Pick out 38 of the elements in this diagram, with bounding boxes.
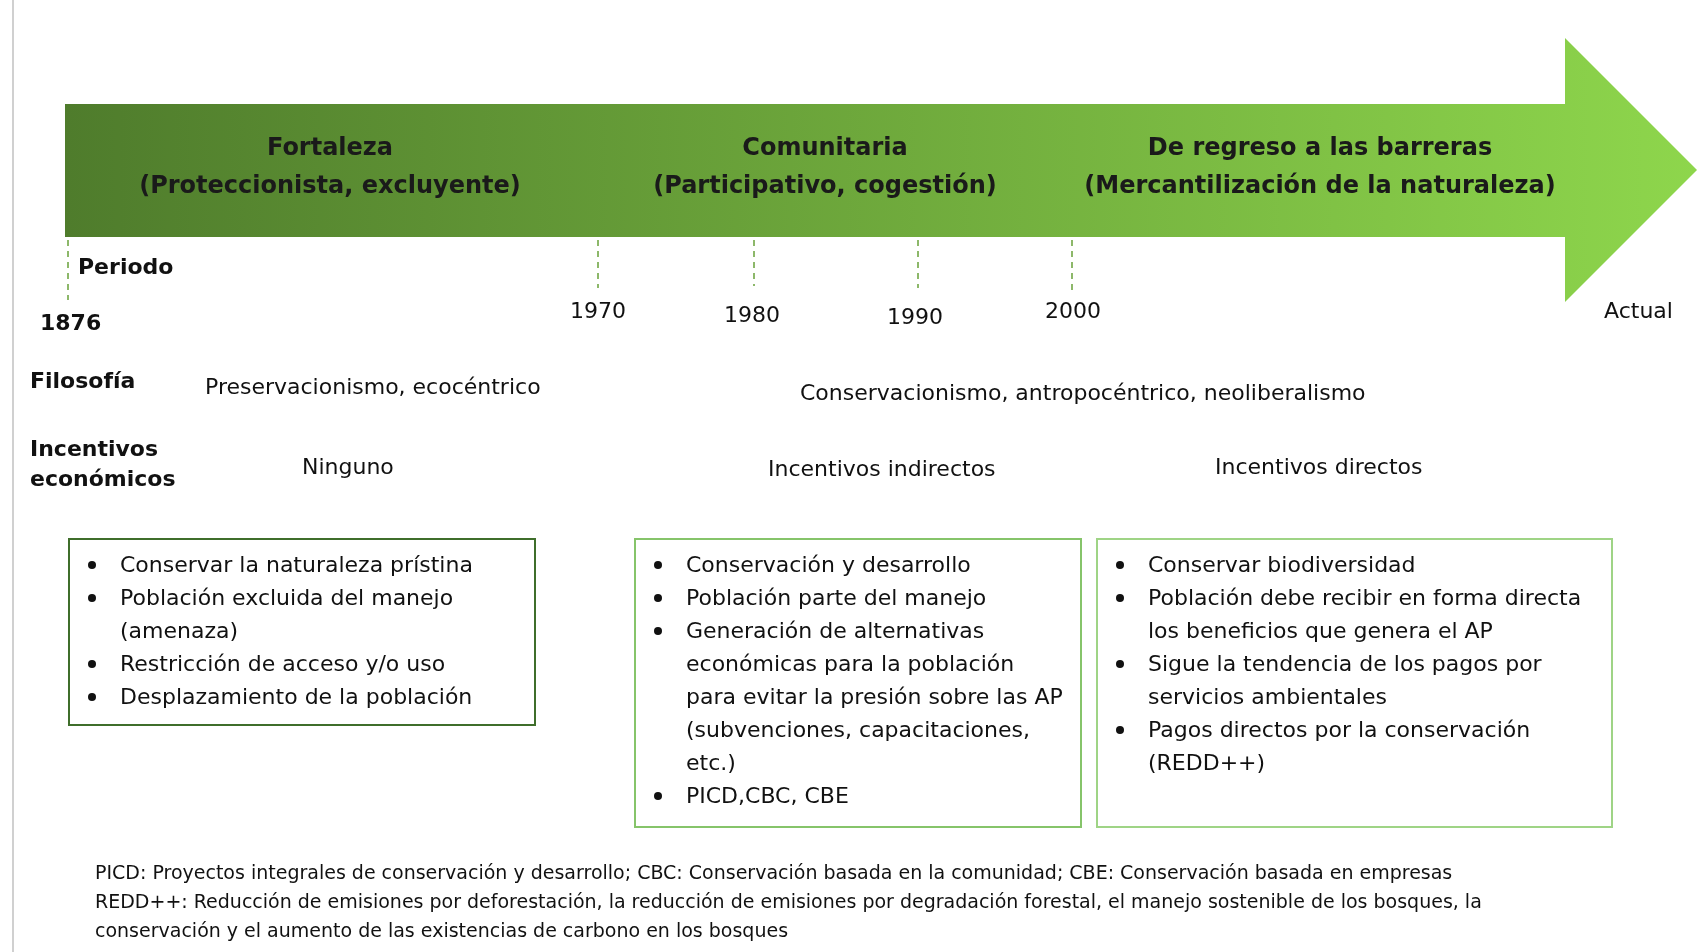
era-title: Fortaleza: [265, 132, 395, 163]
era-subtitle: (Proteccionista, excluyente): [138, 170, 522, 201]
year-label: 1970: [570, 297, 626, 325]
year-label: 1980: [724, 301, 780, 329]
era-title: Comunitaria: [741, 132, 909, 163]
era-subtitle: (Mercantilización de la naturaleza): [1083, 170, 1557, 201]
era-subtitle: (Participativo, cogestión): [652, 170, 998, 201]
footnote: PICD: Proyectos integrales de conservación y desarrollo; CBC: Conservación basada en la comunidad; CBE: Conservación basada en empresas: [95, 860, 1454, 885]
timeline-arrow: [65, 38, 1697, 302]
bullet-item: Sigue la tendencia de los pagos por servicios ambientales: [1148, 651, 1542, 709]
year-label: Actual: [1604, 297, 1673, 325]
year-label: 1990: [887, 303, 943, 331]
bullet-item: Población parte del manejo: [686, 585, 987, 610]
bullet-item: Pagos directos por la conservación (REDD++): [1148, 717, 1531, 775]
bullet-list-box: [68, 538, 536, 726]
bullet-list-box: [1096, 538, 1613, 828]
bullet-item: Restricción de acceso y/o uso: [120, 651, 446, 676]
row-text: Preservacionismo, ecocéntrico: [205, 373, 541, 401]
row-text: Ninguno: [302, 453, 394, 481]
bullet-item: Conservar biodiversidad: [1148, 552, 1416, 577]
row-text: Conservacionismo, antropocéntrico, neoliberalismo: [800, 379, 1366, 407]
bullet-list-box: [634, 538, 1082, 828]
bullet-item: Población debe recibir en forma directa los beneficios que genera el AP: [1148, 585, 1582, 643]
footnote: REDD++: Reducción de emisiones por deforestación, la reducción de emisiones por degradación forestal, el manejo sostenible de los bosques, la conservación y el aumento de las existencias de carbono en los bosques: [95, 889, 1483, 943]
row-text: Incentivos indirectos: [768, 455, 996, 483]
era-title: De regreso a las barreras: [1146, 132, 1494, 163]
year-label: 1876: [40, 309, 102, 337]
bullet-item: Desplazamiento de la población: [120, 684, 473, 709]
bullet-item: Conservar la naturaleza prístina: [120, 552, 473, 577]
bullet-item: Generación de alternativas económicas para la población para evitar la presión sobre las AP (subvenciones, capacitaciones, etc.): [686, 618, 1063, 775]
axis-label: Periodo: [78, 253, 174, 281]
bullet-item: Conservación y desarrollo: [686, 552, 971, 577]
row-text: Incentivos directos: [1215, 453, 1423, 481]
row-heading: Incentivos económicos: [30, 435, 177, 493]
bullet-item: Población excluida del manejo (amenaza): [120, 585, 454, 643]
year-label: 2000: [1045, 297, 1101, 325]
bullet-item: PICD,CBC, CBE: [686, 783, 849, 808]
row-heading: Filosofía: [30, 367, 136, 395]
